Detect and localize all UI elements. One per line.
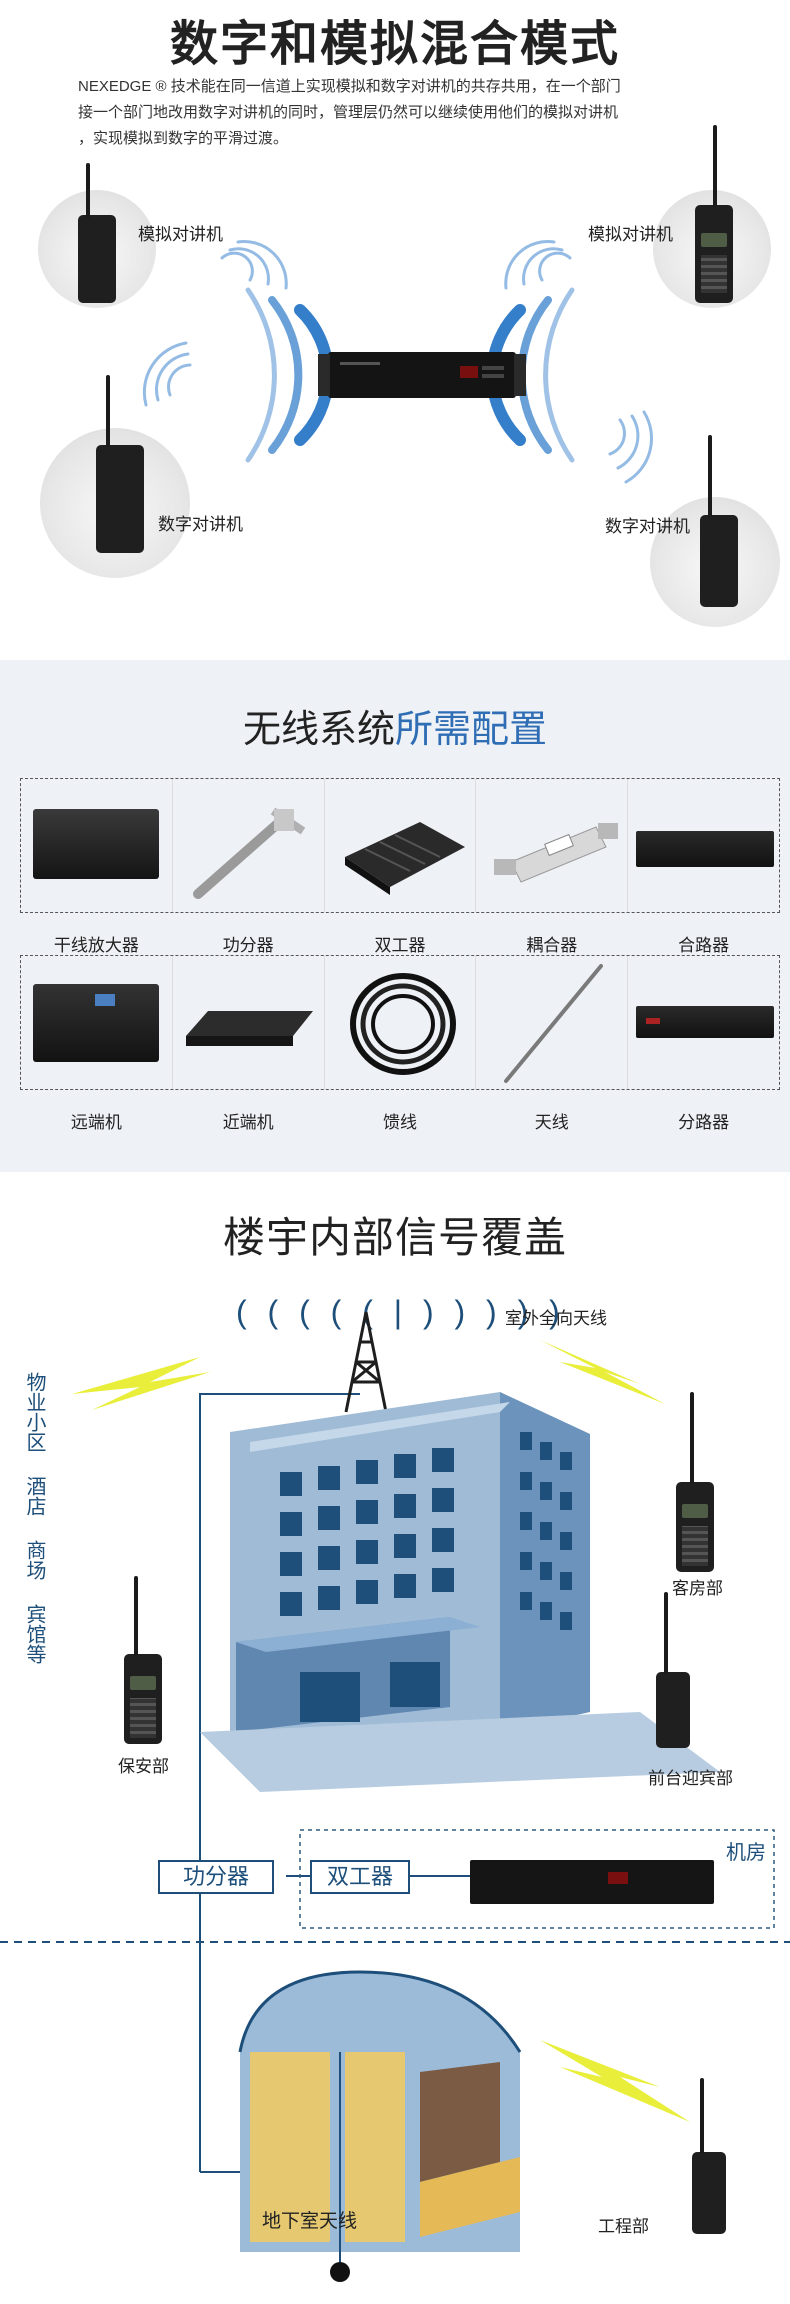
duplexer-box: 双工器 [310, 1860, 410, 1894]
repeater-waves-graphic [142, 240, 654, 484]
config-label: 馈线 [382, 1113, 417, 1132]
config-item-antenna: 天线 [476, 956, 629, 1132]
section1-desc: NEXEDGE ® 技术能在同一信道上实现模拟和数字对讲机的共存共用，在一个部门… [78, 74, 621, 152]
config-label: 功分器 [222, 936, 274, 955]
config-item-coupler: 耦合器 [476, 779, 629, 955]
label-digital-right: 数字对讲机 [605, 517, 690, 536]
duplexer-icon [344, 822, 465, 895]
digital-radio-left-icon [96, 375, 144, 553]
trunk-amplifier-icon [33, 809, 159, 879]
label-security: 保安部 [118, 1757, 169, 1776]
label-outdoor-antenna: 室外全向天线 [505, 1309, 607, 1328]
section-building-coverage: 楼宇内部信号覆盖 ( ( ( ( ( | ) ) ) ) ) 室外全向天线 物业… [0, 1172, 790, 2304]
label-analog-left: 模拟对讲机 [138, 225, 223, 244]
power-splitter-icon [192, 807, 306, 899]
venues-list: 物业小区 酒店 商场 宾馆等 [22, 1372, 48, 1664]
config-row-1: 干线放大器 功分器 双工器 [20, 778, 780, 955]
desc-line-3: ，实现模拟到数字的平滑过渡。 [78, 130, 289, 147]
label-engineering: 工程部 [598, 2217, 649, 2236]
config-item-duplexer: 双工器 [325, 779, 477, 955]
feeder-cable-icon [349, 973, 456, 1075]
config-item-remote-unit: 远端机 [21, 956, 173, 1132]
config-label: 合路器 [678, 936, 730, 955]
combiner-icon [636, 831, 775, 867]
section3-title: 楼宇内部信号覆盖 [222, 1214, 567, 1261]
splitter-box: 功分器 [158, 1860, 274, 1894]
desc-line-1: NEXEDGE ® 技术能在同一信道上实现模拟和数字对讲机的共存共用，在一个部门 [78, 78, 621, 95]
config-item-trunk-amplifier: 干线放大器 [21, 779, 173, 955]
config-row-2: 远端机 近端机 馈线 天线 分路器 [20, 955, 780, 1132]
config-item-near-end-unit: 近端机 [173, 956, 325, 1132]
venue-3: 商场 [23, 1540, 45, 1580]
config-item-combiner: 合路器 [628, 779, 779, 955]
coupler-icon [494, 823, 619, 883]
radio-security-icon [124, 1576, 162, 1744]
config-item-power-splitter: 功分器 [173, 779, 325, 955]
radio-engineering-icon [692, 2078, 726, 2234]
config-label: 远端机 [70, 1113, 122, 1132]
lightning-bolt-left [72, 1357, 210, 1410]
config-label: 分路器 [678, 1113, 730, 1132]
building-coverage-graphic [0, 1311, 790, 2282]
label-machine-room: 机房 [726, 1842, 766, 1864]
config-label: 干线放大器 [53, 936, 139, 955]
venue-1: 物业小区 [23, 1372, 45, 1452]
config-item-feeder-cable: 馈线 [325, 956, 477, 1132]
digital-radio-right-icon [700, 435, 738, 607]
near-end-unit-icon [185, 1011, 313, 1046]
section2-title: 无线系统所需配置 [0, 698, 790, 753]
divider-icon [636, 1006, 775, 1038]
config-label: 近端机 [222, 1113, 274, 1132]
config-label: 双工器 [374, 936, 426, 955]
title-blue-part: 所需配置 [395, 709, 548, 751]
section-mixed-mode: 数字和模拟混合模式 NEXEDGE ® 技术能在同一信道上实现模拟和数字对讲机的… [0, 0, 790, 650]
lightning-bolt-right [540, 1340, 665, 1404]
section-system-config: 无线系统所需配置 干线放大器 功分器 双工器 [0, 660, 790, 1172]
label-basement-antenna: 地下室天线 [262, 2211, 358, 2232]
label-front-desk: 前台迎宾部 [648, 1769, 733, 1788]
label-digital-left: 数字对讲机 [158, 515, 243, 534]
label-analog-right: 模拟对讲机 [588, 225, 673, 244]
title-black-part: 无线系统 [242, 709, 395, 751]
radio-guest-room-icon [676, 1392, 714, 1572]
lightning-bolt-bottom [540, 2040, 690, 2122]
analog-radio-right-icon [695, 125, 733, 303]
desc-line-2: 接一个部门地改用数字对讲机的同时，管理层仍然可以继续使用他们的模拟对讲机 [78, 104, 619, 121]
section1-title: 数字和模拟混合模式 [169, 18, 620, 71]
config-item-divider: 分路器 [628, 956, 779, 1132]
label-guest-room: 客房部 [672, 1579, 723, 1598]
radio-front-desk-icon [656, 1592, 690, 1748]
config-label: 耦合器 [526, 936, 578, 955]
antenna-waves-text: ( ( ( ( ( | ) ) ) ) ) [236, 1294, 566, 1330]
venue-4: 宾馆等 [23, 1604, 45, 1664]
antenna-icon [504, 964, 604, 1083]
venue-2: 酒店 [23, 1476, 45, 1516]
remote-unit-icon [33, 984, 159, 1062]
analog-radio-left-icon [78, 163, 116, 303]
config-label: 天线 [534, 1113, 569, 1132]
